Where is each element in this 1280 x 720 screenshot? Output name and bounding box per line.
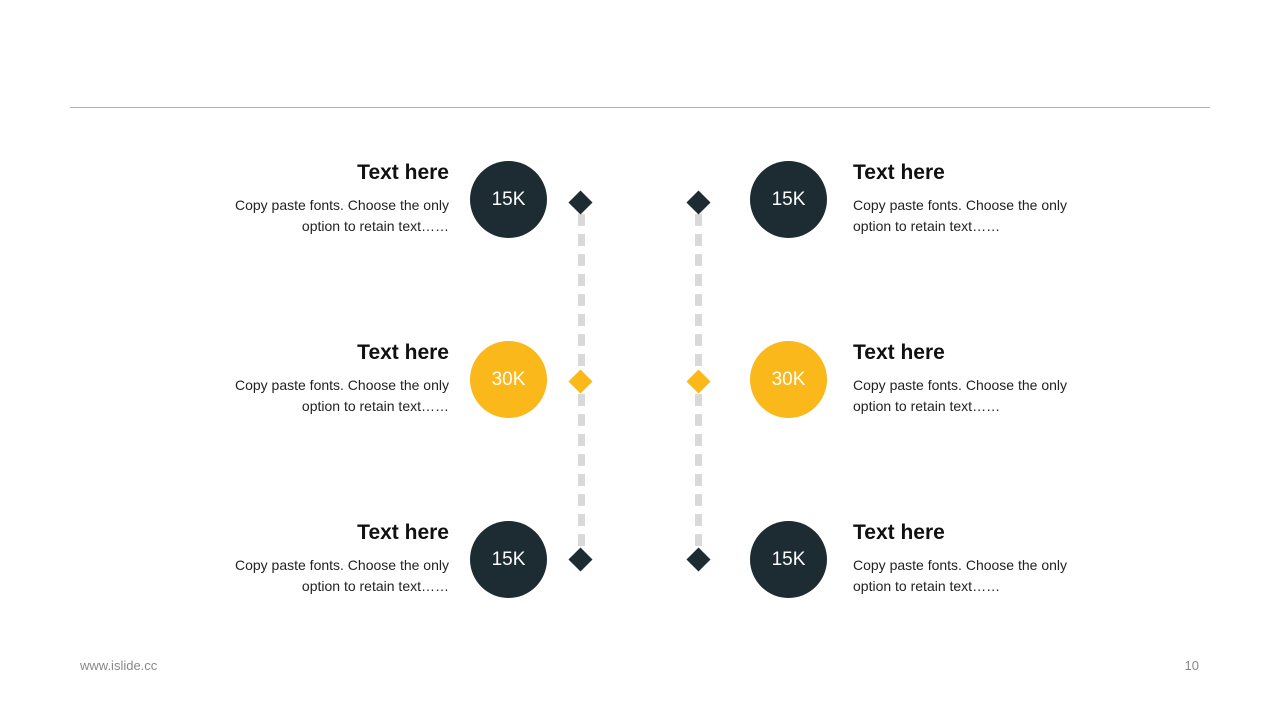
diamond-marker-right-3 [686, 547, 711, 572]
item-description: Copy paste fonts. Choose the only option… [234, 197, 449, 234]
item-description: Copy paste fonts. Choose the only option… [853, 197, 1068, 234]
page-number: 10 [1184, 658, 1199, 673]
item-title: Text here [357, 161, 449, 184]
item-description: Copy paste fonts. Choose the only option… [234, 557, 449, 594]
diamond-marker-left-3 [568, 547, 593, 572]
diamond-marker-left-2 [568, 369, 593, 394]
value-circle: 15K [470, 521, 547, 598]
item-description: Copy paste fonts. Choose the only option… [853, 377, 1068, 414]
item-title: Text here [853, 521, 945, 544]
footer-url: www.islide.cc [80, 658, 158, 673]
item-title: Text here [357, 341, 449, 364]
diamond-marker-right-2 [686, 369, 711, 394]
value-circle: 30K [470, 341, 547, 418]
item-title: Text here [853, 341, 945, 364]
item-title: Text here [357, 521, 449, 544]
value-circle: 30K [750, 341, 827, 418]
top-divider [70, 107, 1210, 108]
item-description: Copy paste fonts. Choose the only option… [853, 557, 1068, 594]
value-circle: 15K [750, 161, 827, 238]
diamond-marker-right-1 [686, 190, 711, 215]
value-circle: 15K [470, 161, 547, 238]
item-description: Copy paste fonts. Choose the only option… [234, 377, 449, 414]
value-circle: 15K [750, 521, 827, 598]
diamond-marker-left-1 [568, 190, 593, 215]
item-title: Text here [853, 161, 945, 184]
